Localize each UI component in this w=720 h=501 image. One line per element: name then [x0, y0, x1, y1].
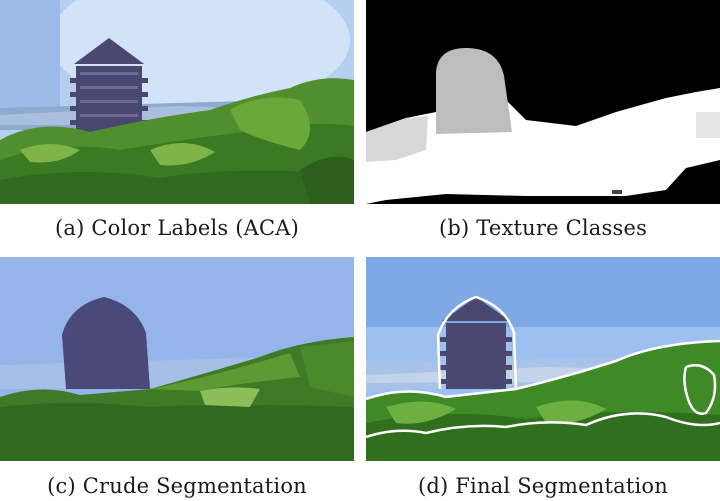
panel-crude-segmentation — [0, 257, 354, 461]
final-segmentation-image — [366, 257, 720, 461]
caption-c: (c) Crude Segmentation — [47, 474, 307, 498]
panel-texture-classes — [366, 0, 720, 204]
texture-classes-image — [366, 0, 720, 204]
caption-d: (d) Final Segmentation — [417, 474, 669, 498]
panel-final-segmentation — [366, 257, 720, 461]
segmentation-boundary — [366, 295, 720, 439]
caption-b: (b) Texture Classes — [438, 216, 648, 240]
crude-segmentation-image — [0, 257, 354, 461]
panel-color-labels — [0, 0, 354, 204]
color-labels-image — [0, 0, 354, 204]
caption-a: (a) Color Labels (ACA) — [54, 216, 300, 240]
